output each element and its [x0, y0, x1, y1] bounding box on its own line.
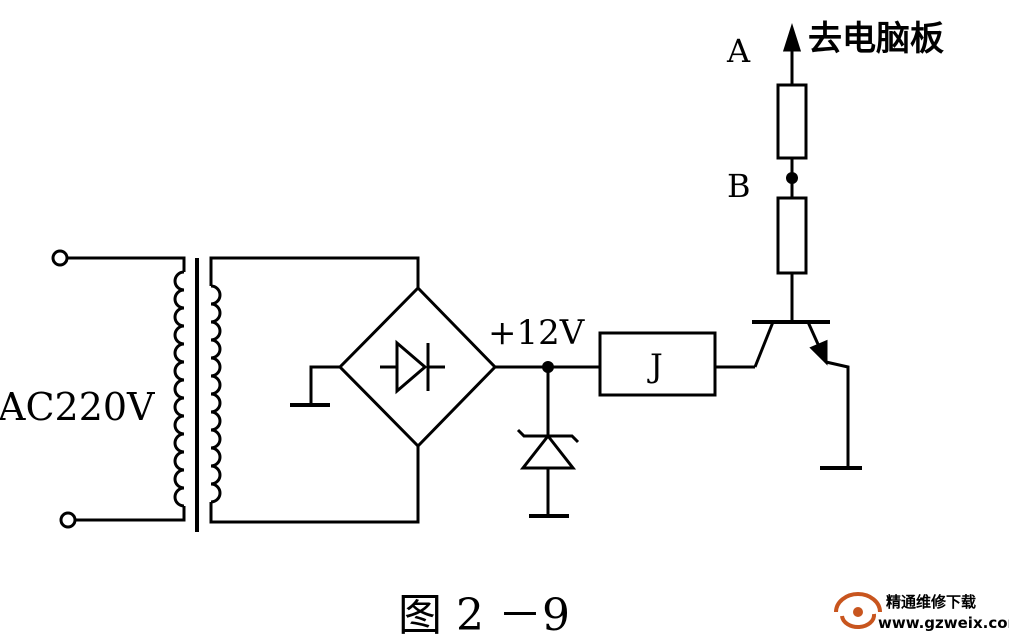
ac-lead-bottom [75, 506, 186, 522]
transistor-base-lead [753, 321, 775, 368]
figure-caption: 图 2 －9 [398, 590, 570, 640]
node-b-junction-dot [786, 172, 798, 184]
emitter-ground-lead [825, 360, 850, 468]
watermark-swirl-icon [834, 592, 882, 629]
bridge-diode-triangle [395, 339, 428, 395]
node-a-label: A [726, 32, 751, 70]
relay [598, 331, 717, 397]
transformer [173, 256, 420, 532]
secondary-lead-bottom [209, 446, 420, 524]
secondary-lead-top [209, 256, 420, 288]
resistor-upper [776, 83, 808, 160]
destination-label: 去电脑板 [808, 19, 944, 59]
output-arrow [782, 23, 802, 52]
resistor-lower [776, 196, 808, 275]
secondary-winding [210, 284, 222, 504]
transistor-emitter-arrow [809, 339, 828, 366]
zener-triangle [519, 433, 577, 470]
ac-input-terminals [51, 249, 186, 529]
bridge-diamond [337, 285, 498, 449]
transistor [715, 273, 862, 470]
bridge-ground-lead [309, 365, 340, 405]
output-resistors [776, 23, 808, 275]
ac-lead-top [67, 256, 186, 272]
relay-label: J [647, 347, 663, 385]
primary-winding [173, 270, 185, 508]
ac-terminal-top [51, 249, 69, 267]
relay-box [598, 331, 717, 397]
watermark-url: www.gzweix.com [878, 614, 1009, 632]
node-b-label: B [727, 167, 751, 205]
bridge-rectifier [290, 285, 498, 449]
watermark-name: 精通维修下载 [886, 593, 976, 611]
ac-input-label: AC220V [0, 385, 155, 429]
ac-terminal-bottom [59, 511, 77, 529]
supply-voltage-label: +12V [488, 313, 586, 353]
zener-diode [516, 367, 580, 518]
watermark: 精通维修下载 www.gzweix.com [834, 592, 1009, 632]
